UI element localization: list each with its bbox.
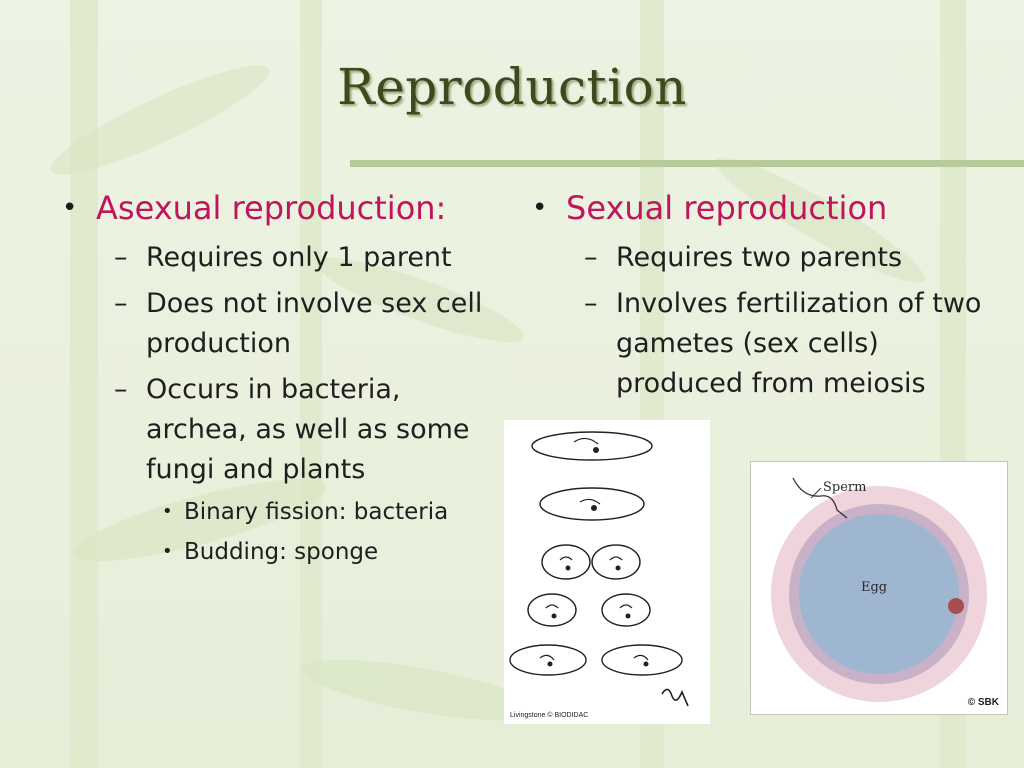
list-item: – Requires only 1 parent [114,238,502,278]
sexual-point: Requires two parents [616,242,903,273]
list-item: – Occurs in bacteria, archea, as well as… [114,370,502,490]
egg-label: Egg [861,580,888,595]
dash-icon: – [114,242,128,273]
asexual-heading: Asexual reproduction: [96,189,447,227]
image-credit: Livingstone © BIODIDAC [510,712,589,719]
dash-icon: – [584,288,598,319]
asexual-column: • Asexual reproduction: – Requires only … [62,188,502,576]
list-item: – Requires two parents [584,238,1002,278]
asexual-point: Requires only 1 parent [146,242,452,273]
list-subitem: • Budding: sponge [162,536,502,568]
dash-icon: – [114,288,128,319]
asexual-heading-item: • Asexual reproduction: [62,188,502,228]
dash-icon: – [114,374,128,405]
sexual-point: Involves fertilization of two gametes (s… [616,288,982,399]
sexual-column: • Sexual reproduction – Requires two par… [532,188,1002,410]
asexual-point: Occurs in bacteria, archea, as well as s… [146,374,470,485]
asexual-example: Budding: sponge [184,539,379,565]
bullet-icon: • [162,501,173,522]
asexual-point: Does not involve sex cell production [146,288,483,359]
binary-fission-image: Livingstone © BIODIDAC [504,420,710,724]
paramecium-drawing [509,431,689,707]
slide-title: Reproduction [337,58,687,116]
image-copyright: © SBK [967,697,999,708]
bullet-icon: • [532,193,548,223]
egg-cell-drawing [771,477,987,702]
sperm-label: Sperm [823,480,867,495]
bullet-icon: • [162,541,173,562]
list-item: – Does not involve sex cell production [114,284,502,364]
sexual-heading: Sexual reproduction [566,189,888,227]
asexual-example: Binary fission: bacteria [184,499,449,525]
sexual-heading-item: • Sexual reproduction [532,188,1002,228]
list-item: – Involves fertilization of two gametes … [584,284,1002,404]
list-subitem: • Binary fission: bacteria [162,496,502,528]
title-divider [350,160,1024,167]
bullet-icon: • [62,193,78,223]
dash-icon: – [584,242,598,273]
egg-sperm-image: Sperm Egg © SBK [751,462,1007,714]
